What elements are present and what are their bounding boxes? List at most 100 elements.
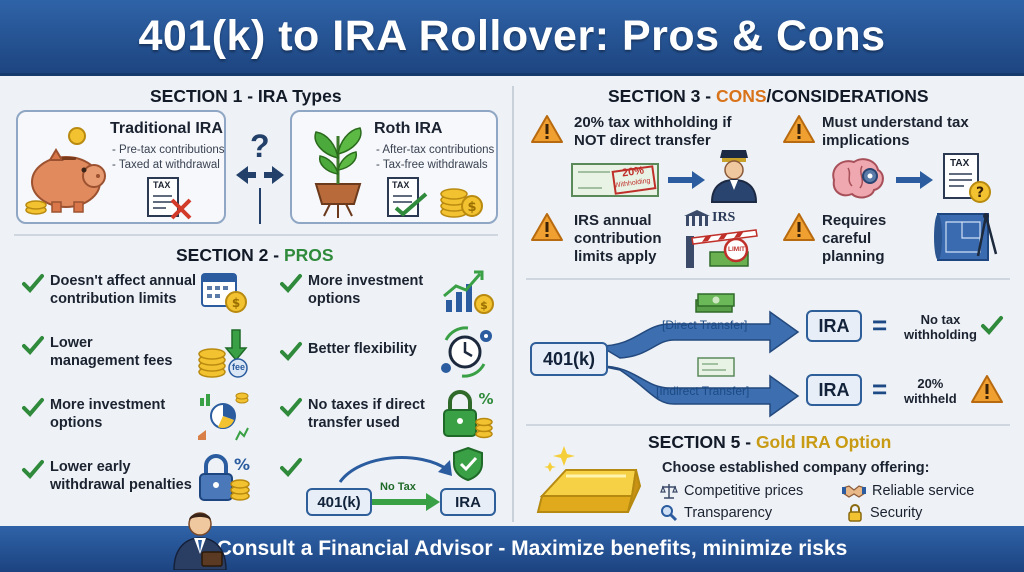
warning-icon [971,375,1003,403]
traditional-ira-line-2: - Taxed at withdrawal [112,159,220,171]
section3-title-prefix: SECTION 3 - [608,86,716,106]
mini-flow-label: No Tax [380,481,416,493]
fee-coins-icon [198,329,248,378]
limit-barrier-icon [686,229,758,268]
section2-title-highlight: PROS [283,245,334,265]
checkmark-icon [22,398,44,417]
svg-text:$: $ [232,296,240,310]
gold-item-4-text: Security [870,505,923,521]
advisor-icon [173,512,227,570]
tax-document-x-icon [147,177,192,220]
roth-ira-line-1: - After-tax contributions [376,144,495,156]
svg-text:$: $ [480,299,488,312]
pro-7-line-2: transfer used [308,415,400,431]
traditional-ira-title: Traditional IRA [110,120,223,137]
con-tax-label: TAX [950,158,970,169]
warning-icon [531,213,563,241]
fee-label: fee [232,362,246,372]
padlock-icon [848,504,862,522]
magnifier-icon [661,505,678,522]
con-4-line-2: careful [822,230,872,247]
curved-arrow-icon [338,456,452,483]
tax-question-icon: ? [943,153,991,203]
con-4-line-3: planning [822,248,885,265]
gold-item-reliable-service: Reliable service [842,482,974,500]
svg-text:%: % [478,390,493,408]
direct-result-line-2: withholding [904,327,977,342]
limit-label: LIMIT [728,246,745,253]
traditional-tax-label: TAX [153,180,171,190]
blueprint-icon [934,213,998,261]
traditional-ira-card: Traditional IRA - Pre-tax contributions … [16,110,226,224]
check-paper-icon [697,357,735,377]
pro-1-line-1: Doesn't affect annual [50,273,197,289]
section5-title-highlight: Gold IRA Option [755,432,892,452]
svg-text:%: % [234,455,250,474]
checkmark-icon [280,458,302,477]
svg-text:?: ? [976,185,984,201]
withholding-check-icon [571,163,659,197]
checkmark-icon [22,460,44,479]
con-3-line-3: limits apply [574,248,657,265]
section3-title: SECTION 3 - CONS/CONSIDERATIONS [608,86,929,107]
indirect-target-ira: IRA [806,374,862,406]
pro-2-line-1: Lower [50,335,93,351]
direct-result-line-1: No tax [920,312,961,327]
indirect-result-line-2: withheld [904,391,957,406]
con-1-line-2: NOT direct transfer [574,132,711,149]
transfer-flow-arrows [600,310,800,418]
checkmark-icon [280,342,302,361]
indirect-equals: = [872,374,888,404]
ira-divider-line [259,188,261,224]
con-2-line-2: implications [822,132,910,149]
officer-icon [710,150,758,203]
irs-building-icon [684,210,710,226]
handshake-icon [842,485,866,498]
pro-6-line-1: Better flexibility [308,341,417,357]
padlock-percent-icon: % [199,454,250,501]
cash-stack-icon [695,293,735,313]
gold-item-2-text: Reliable service [872,483,975,499]
arrow-right-icon [668,171,705,189]
section3-title-suffix: /CONSIDERATIONS [766,86,929,106]
gold-item-security: Security [846,504,922,522]
piggy-bank-icon [25,127,106,215]
brain-gears-icon [832,158,884,199]
con-4-line-1: Requires [822,212,887,229]
gold-item-1-text: Competitive prices [684,483,804,499]
section1-title: SECTION 1 - IRA Types [150,86,342,106]
indirect-result: 20%withheld [904,376,957,406]
roth-ira-line-2: - Tax-free withdrawals [376,159,488,171]
con-3-line-1: IRS annual [574,212,652,229]
arrow-right-icon [896,171,933,189]
scales-icon [660,484,678,499]
direct-equals: = [872,310,888,340]
pro-5-line-1: More investment [308,273,424,289]
con-1-line-1: 20% tax withholding if [574,114,732,131]
pro-4-line-1: Lower early [50,459,131,475]
warning-icon [531,115,563,143]
double-arrow-icon [236,166,284,184]
green-padlock-icon: % [443,390,494,439]
gold-coins-icon: $ [440,188,483,218]
shield-check-icon [453,446,483,482]
header-banner: 401(k) to IRA Rollover: Pros & Cons [0,0,1024,76]
pro-3-line-2: options [50,415,103,431]
checkmark-icon [22,274,44,293]
plant-icon [314,127,362,218]
section5-title: SECTION 5 - Gold IRA Option [648,432,891,453]
tax-document-check-icon [387,177,428,217]
traditional-ira-line-1: - Pre-tax contributions [112,144,225,156]
question-mark: ? [250,128,270,164]
clock-gears-icon [441,326,492,378]
irs-label: IRS [712,210,736,225]
